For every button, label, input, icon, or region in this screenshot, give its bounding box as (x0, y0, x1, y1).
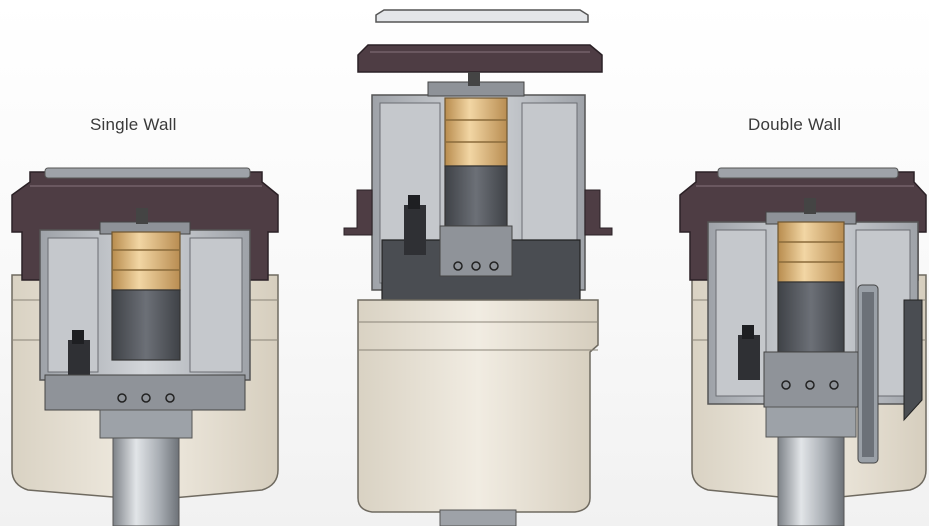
single-wall-assembly (11, 167, 279, 526)
top-ring (375, 9, 589, 23)
exploded-assembly (343, 9, 613, 526)
exploded-brass-fitting (444, 97, 508, 167)
double-wall-assembly (679, 167, 927, 526)
exploded-lid (357, 44, 603, 73)
double-wall-label: Double Wall (748, 115, 842, 134)
single-wall-label: Single Wall (90, 115, 177, 134)
exploded-base (357, 299, 599, 513)
brass-fitting (777, 221, 845, 283)
brass-fitting (111, 231, 181, 291)
